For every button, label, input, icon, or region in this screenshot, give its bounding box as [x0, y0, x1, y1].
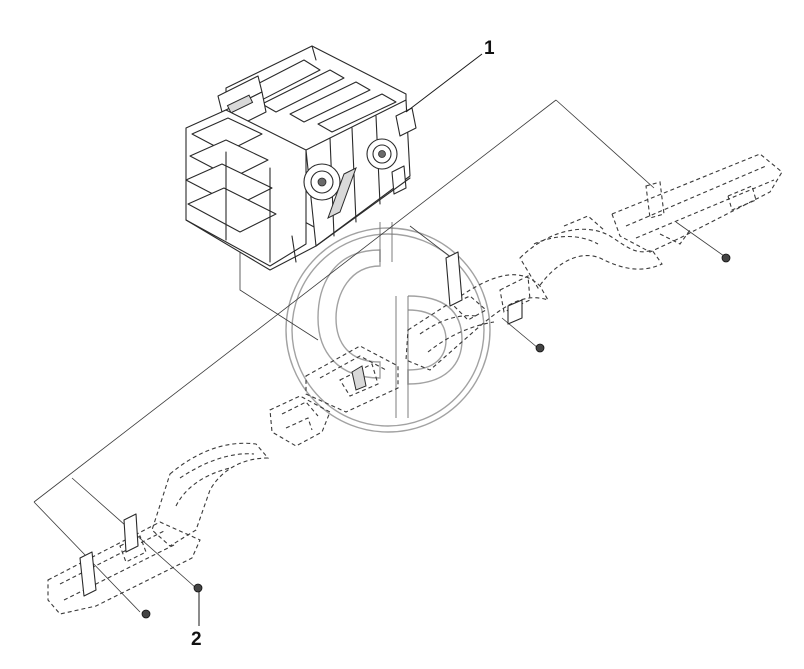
watermark-logo-icon — [285, 222, 491, 433]
air-duct-icon — [47, 442, 270, 615]
callout-1-label: 1 — [484, 38, 495, 59]
callout-1-leader — [405, 53, 483, 113]
hvac-unit-icon — [185, 45, 417, 271]
air-duct-icon — [405, 153, 783, 371]
air-duct-icon — [269, 345, 399, 447]
callout-2-label: 2 — [191, 629, 202, 650]
bolt-icon — [141, 253, 731, 619]
